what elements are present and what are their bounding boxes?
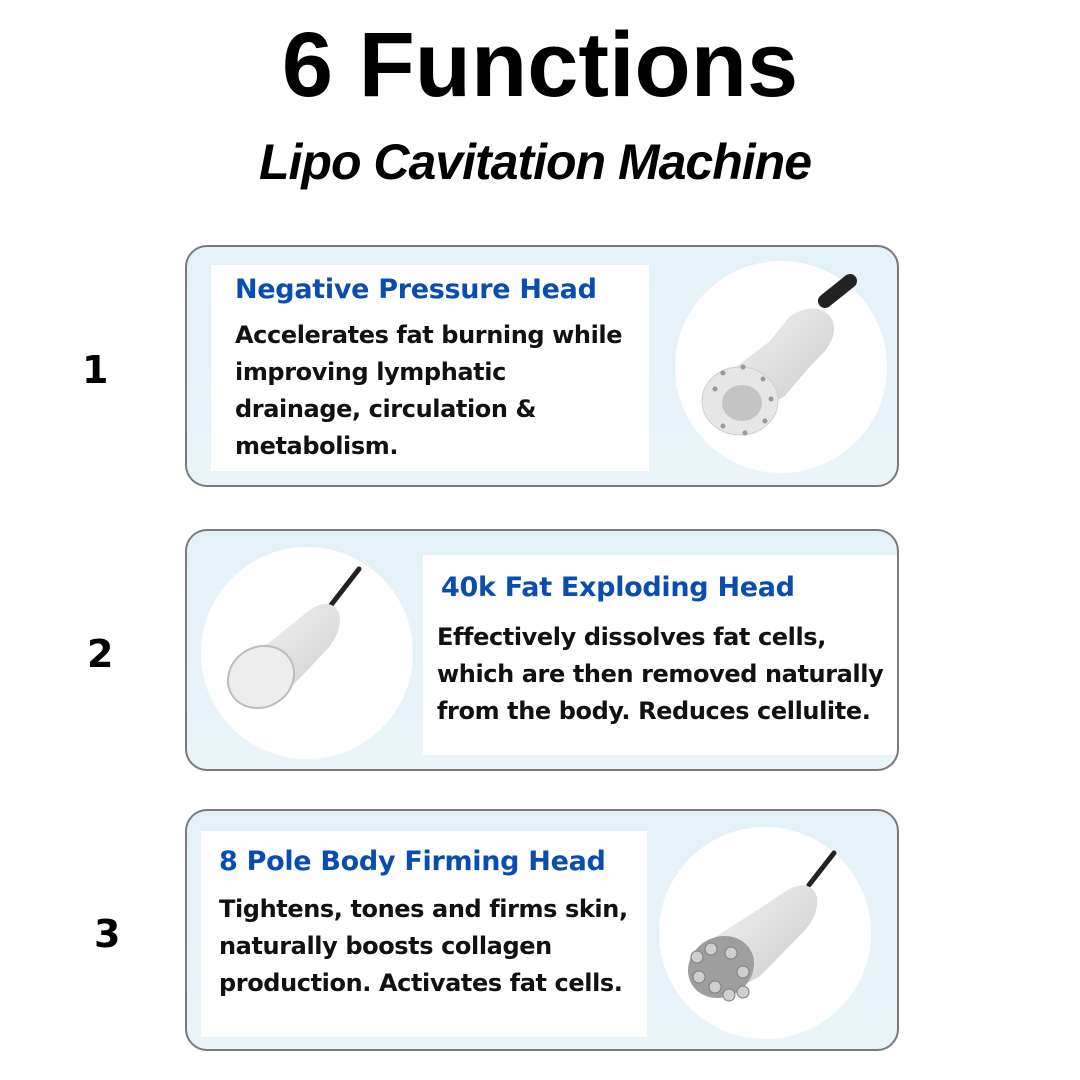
function-text-box: Negative Pressure Head Accelerates fat b… [211, 265, 649, 471]
function-heading: 8 Pole Body Firming Head [219, 846, 606, 877]
function-description: Tightens, tones and firms skin, naturall… [219, 895, 628, 997]
8-pole-rf-head-icon [687, 850, 837, 1002]
page-subtitle: Lipo Cavitation Machine [258, 134, 812, 190]
negative-pressure-head-image [675, 261, 887, 473]
function-card-1: Negative Pressure Head Accelerates fat b… [185, 245, 899, 487]
page-title: 6 Functions [281, 14, 799, 116]
negative-pressure-head-icon [701, 274, 857, 436]
8-pole-rf-head-image [659, 827, 871, 1039]
function-number-1: 1 [82, 348, 109, 392]
function-heading: 40k Fat Exploding Head [441, 572, 795, 603]
function-number-2: 2 [87, 632, 114, 676]
function-card-3: 8 Pole Body Firming Head Tightens, tones… [185, 809, 899, 1051]
function-heading: Negative Pressure Head [235, 274, 597, 305]
function-card-2: 40k Fat Exploding Head Effectively disso… [185, 529, 899, 771]
function-description: Accelerates fat burning while improving … [235, 321, 623, 460]
40k-cavitation-head-image [201, 547, 413, 759]
function-text-box: 40k Fat Exploding Head Effectively disso… [423, 555, 897, 755]
function-number-3: 3 [94, 912, 121, 956]
function-description: Effectively dissolves fat cells, which a… [437, 623, 884, 725]
40k-cavitation-head-icon [226, 566, 362, 710]
function-text-box: 8 Pole Body Firming Head Tightens, tones… [201, 831, 647, 1037]
